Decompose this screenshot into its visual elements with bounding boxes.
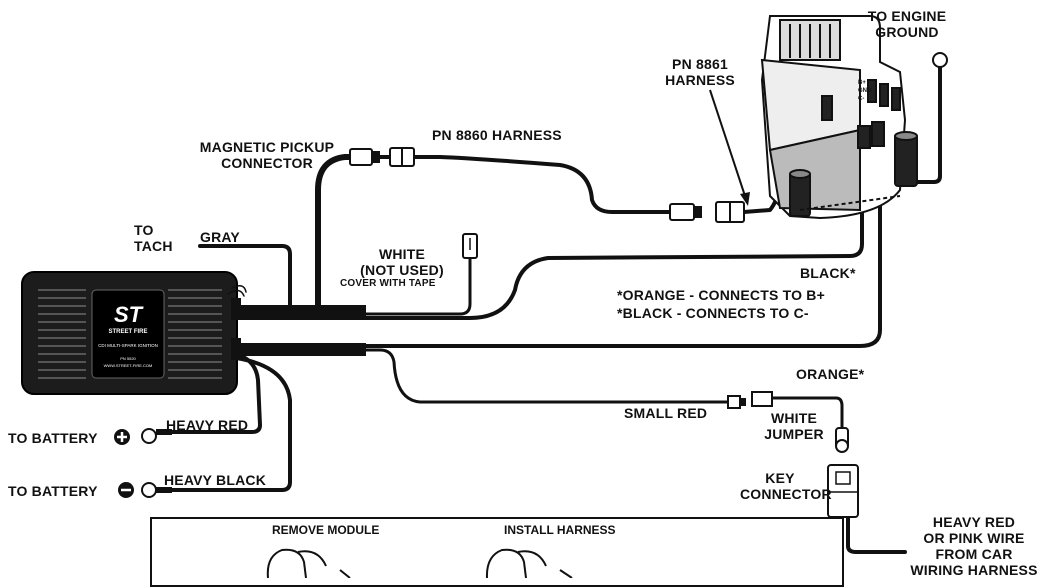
label-magnetic-pickup: MAGNETIC PICKUP CONNECTOR (199, 139, 335, 171)
note-orange: *ORANGE - CONNECTS TO B+ (617, 287, 825, 303)
label-pn8861-harness: PN 8861 HARNESS (665, 56, 735, 88)
label-white-jumper: WHITE JUMPER (764, 410, 824, 442)
inset-illustrations (266, 548, 573, 578)
label-to-engine-ground: TO ENGINE GROUND (867, 8, 947, 40)
coil-terminal-c: C- (858, 96, 864, 102)
ring-terminals (141, 52, 948, 498)
caption-install-harness: INSTALL HARNESS (504, 523, 616, 537)
battery-negative-icon (118, 482, 134, 498)
white-jumper-terminal (835, 427, 849, 453)
label-key-connector: KEY CONNECTOR (740, 470, 832, 502)
pn8861-arrow (709, 89, 750, 206)
module-logo: ST (114, 302, 144, 327)
coil-terminal-gnd: GND (858, 88, 872, 94)
label-orange-star: ORANGE* (796, 366, 865, 382)
caption-remove-module: REMOVE MODULE (272, 523, 380, 537)
label-cover-with-tape: COVER WITH TAPE (340, 278, 436, 289)
label-gray: GRAY (200, 229, 240, 245)
harness-bundle-lower (236, 343, 366, 356)
harness-bundle-upper (236, 305, 366, 320)
label-heavy-red: HEAVY RED (166, 417, 249, 433)
ignition-module: ST STREET FIRE CDI MULTI-SPARK IGNITION … (21, 271, 241, 395)
module-product: CDI MULTI-SPARK IGNITION (98, 343, 158, 348)
white-wire-plug (462, 233, 478, 259)
module-brand: STREET FIRE (108, 329, 147, 335)
module-url: WWW.STREET-FIRE.COM (104, 363, 153, 368)
battery-positive-icon (114, 429, 130, 445)
pn8861-connector (669, 201, 745, 223)
module-part-no: PN 5520 (120, 356, 136, 361)
label-small-red: SMALL RED (624, 405, 708, 421)
label-white-not-used: WHITE (NOT USED) (360, 246, 444, 278)
label-heavy-black: HEAVY BLACK (164, 472, 267, 488)
installation-inset: REMOVE MODULE INSTALL HARNESS (150, 517, 844, 587)
note-black: *BLACK - CONNECTS TO C- (617, 305, 809, 321)
label-heavy-red-or-pink: HEAVY RED OR PINK WIRE FROM CAR WIRING H… (910, 514, 1038, 578)
label-to-battery-negative: TO BATTERY (8, 483, 98, 499)
label-pn8860-harness: PN 8860 HARNESS (432, 127, 562, 143)
key-connector (827, 464, 859, 518)
magnetic-pickup-connector (349, 147, 415, 167)
label-black-star: BLACK* (800, 265, 856, 281)
distributor-coil (760, 15, 918, 220)
coil-terminal-b: B+ (858, 80, 866, 86)
label-to-battery-positive: TO BATTERY (8, 430, 98, 446)
label-to-tach: TO TACH (134, 222, 173, 254)
small-red-connector (727, 391, 773, 409)
wires (170, 62, 942, 554)
